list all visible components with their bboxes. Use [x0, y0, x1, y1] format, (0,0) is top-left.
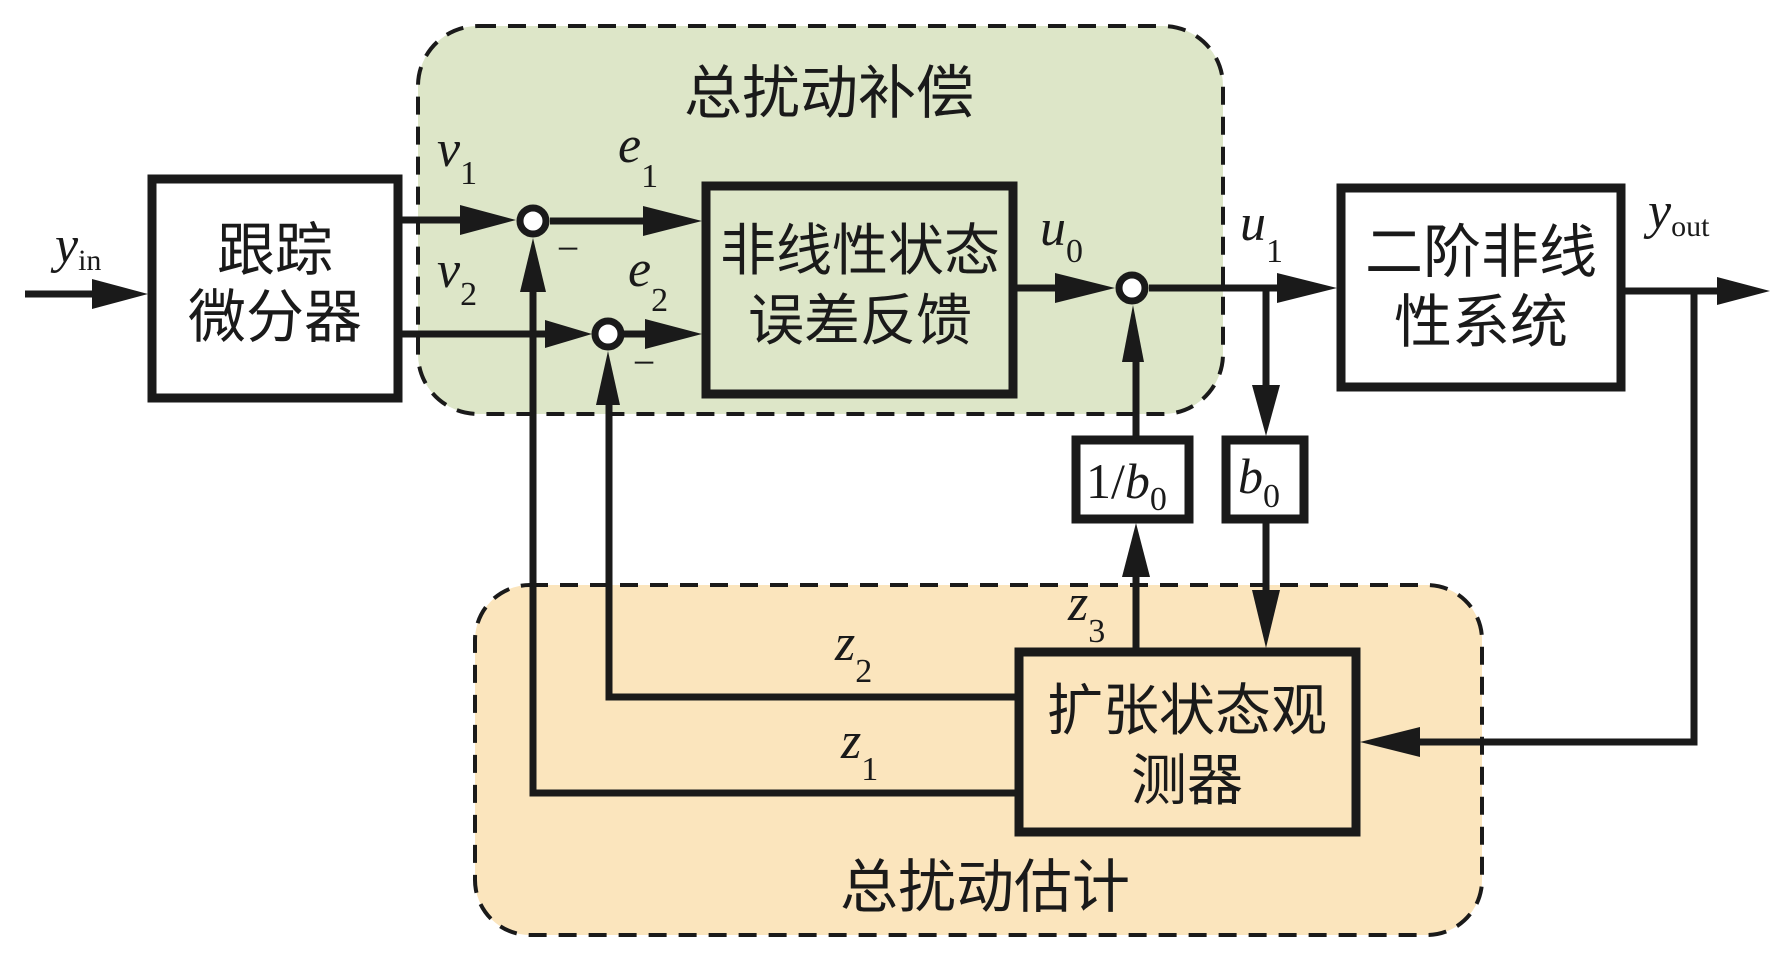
- arrow-eso-b0: [1252, 590, 1280, 648]
- wire-y-out-feedback: [1410, 291, 1698, 746]
- signal-label-v1: v1: [437, 121, 477, 192]
- arrow-eso-input: [1360, 727, 1420, 757]
- inverse-gain-block: 1/b0: [1071, 435, 1194, 524]
- td-label-line2: 微分器: [188, 283, 362, 351]
- arrow-e1: [643, 206, 702, 236]
- signal-label-e1: e1: [618, 117, 658, 195]
- signal-label-z2: z2: [834, 615, 872, 690]
- signal-label-z3: z3: [1067, 575, 1105, 650]
- gain-block: b0: [1221, 435, 1309, 524]
- nlsef-block: 非线性状态 误差反馈: [701, 181, 1018, 399]
- estimation-region-label: 总扰动估计: [840, 853, 1130, 921]
- plant-label-line1: 二阶非线: [1365, 218, 1597, 286]
- nlsef-label-line1: 非线性状态: [720, 219, 1000, 284]
- arrow-u1: [1277, 273, 1337, 303]
- arrow-v2: [545, 320, 592, 348]
- wire-z1: [529, 290, 1015, 797]
- arrow-sum1-feedback: [520, 238, 546, 292]
- gain-label: b0: [1238, 448, 1280, 515]
- signal-wires: [25, 205, 1770, 797]
- signal-label-y-in: yin: [50, 217, 101, 277]
- sum1-minus-sign: −: [557, 226, 580, 271]
- compensation-region-label: 总扰动补偿: [684, 59, 974, 127]
- arrow-sum2-feedback: [596, 351, 620, 405]
- arrow-v1: [460, 205, 516, 235]
- arrow-e2: [645, 319, 702, 349]
- sum-junction-2: [591, 317, 625, 351]
- arrow-y-in: [92, 279, 148, 309]
- signal-label-u1: u1: [1240, 195, 1283, 270]
- signal-label-y-out: yout: [1643, 183, 1710, 243]
- arrow-y-out: [1717, 277, 1770, 305]
- plant-block: 二阶非线 性系统: [1336, 183, 1626, 392]
- signal-label-u0: u0: [1040, 200, 1083, 270]
- sum-junction-1: [516, 204, 550, 238]
- arrow-sum3-feedback: [1122, 305, 1144, 362]
- eso-label-line1: 扩张状态观: [1047, 679, 1327, 744]
- sum2-minus-sign: −: [633, 340, 656, 385]
- tracking-differentiator-block: 跟踪 微分器: [147, 174, 403, 403]
- signal-label-z1: z1: [840, 713, 878, 788]
- sum-junction-3: [1115, 271, 1149, 305]
- arrow-inv-gain-input: [1122, 523, 1150, 577]
- td-label-line1: 跟踪: [217, 216, 333, 284]
- signal-label-v2: v2: [437, 242, 477, 313]
- arrow-u0: [1055, 273, 1115, 303]
- eso-block: 扩张状态观 测器: [1014, 647, 1361, 837]
- eso-label-line2: 测器: [1131, 749, 1243, 814]
- plant-label-line2: 性系统: [1394, 288, 1568, 356]
- inverse-gain-label: 1/b0: [1086, 453, 1167, 518]
- signal-label-e2: e2: [628, 241, 668, 319]
- nlsef-label-line2: 误差反馈: [748, 289, 972, 354]
- arrow-b0-input: [1252, 385, 1280, 436]
- wire-z2: [605, 400, 1015, 701]
